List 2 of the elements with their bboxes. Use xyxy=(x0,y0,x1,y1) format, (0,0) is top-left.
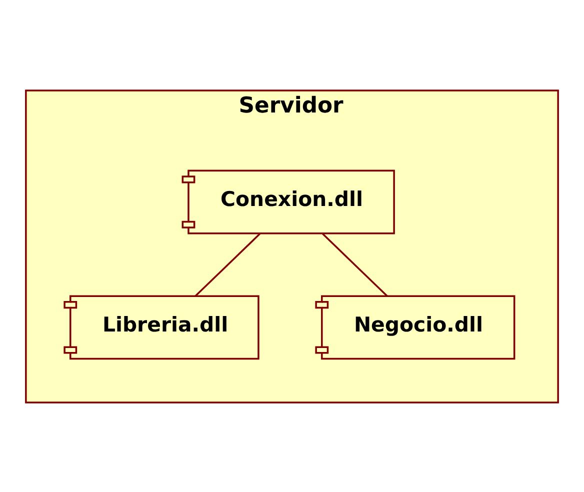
connector xyxy=(194,232,261,296)
connector xyxy=(322,232,388,296)
